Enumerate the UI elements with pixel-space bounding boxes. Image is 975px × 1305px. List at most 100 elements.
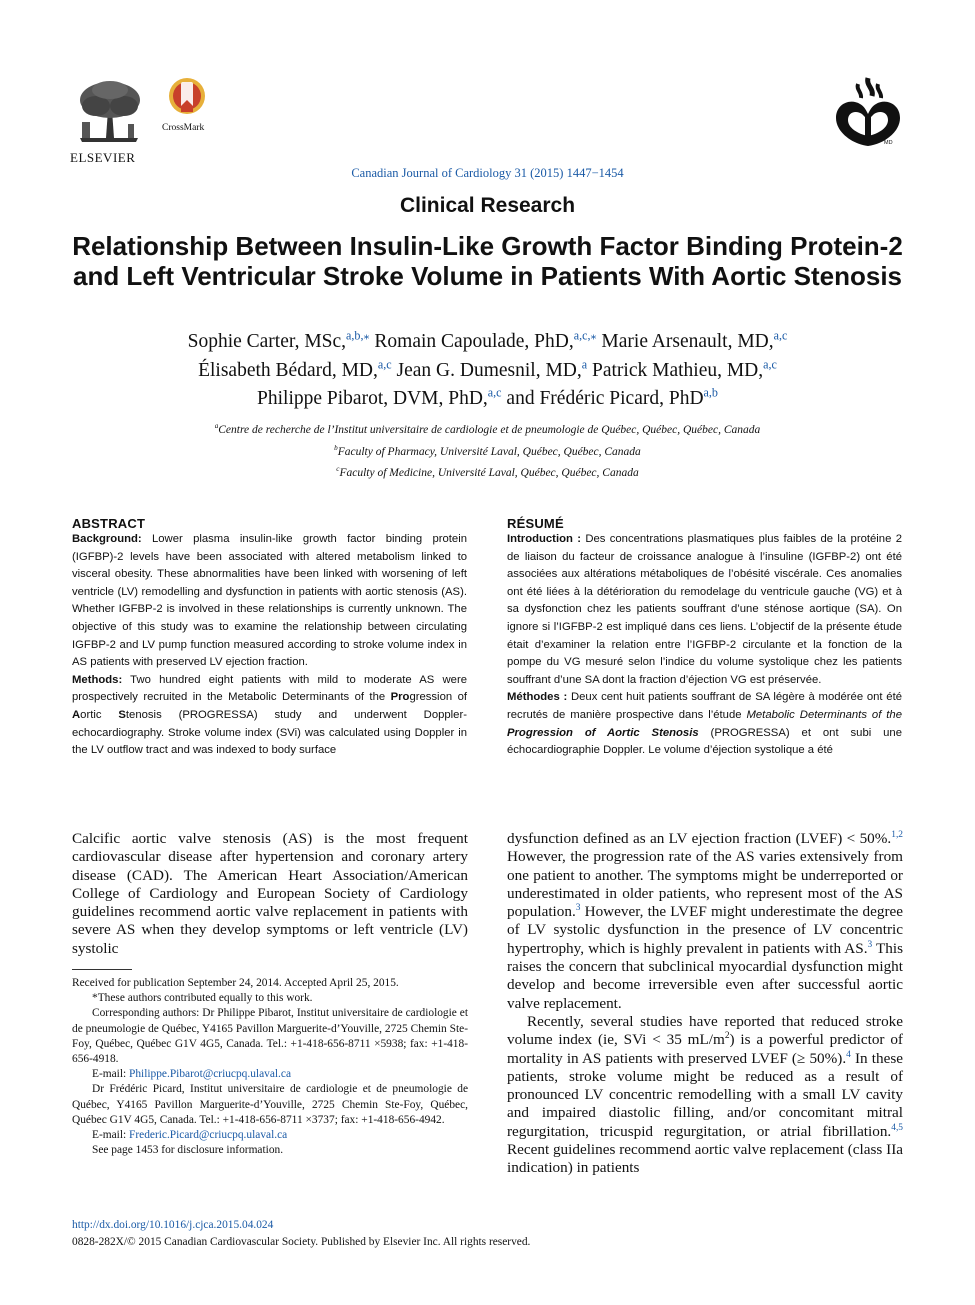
article-title: Relationship Between Insulin-Like Growth… — [72, 231, 903, 291]
abstract-background-text: Lower plasma insulin-like growth factor … — [72, 533, 467, 669]
author-affil-sup[interactable]: a,b — [703, 385, 718, 400]
body-text: dysfunction defined as an LV ejection fr… — [507, 830, 892, 847]
abstract-methods-text: gression of — [409, 691, 468, 704]
author-affil-sup[interactable]: a — [581, 357, 588, 371]
abstract-methods-emph: Pro — [390, 691, 410, 704]
citation-link[interactable]: 3 — [867, 939, 873, 950]
email-label: E-mail: — [92, 1129, 130, 1142]
author-line-1: Sophie Carter, MSc,a,b,⁎ Romain Capoulad… — [60, 328, 915, 357]
body-text: ) is a powerful predictor of mortality i… — [507, 1031, 903, 1067]
affiliation-text: Faculty of Medicine, Université Laval, Q… — [339, 467, 639, 479]
abstract-background-label: Background: — [72, 533, 142, 545]
elsevier-tree-icon — [70, 78, 148, 144]
citation-link[interactable]: 4 — [846, 1049, 851, 1060]
author-affil-sup[interactable]: a,b,⁎ — [346, 328, 370, 343]
author-affil-sup[interactable]: a,c — [773, 328, 788, 343]
corresponding-author-1: Corresponding authors: Dr Philippe Pibar… — [72, 1007, 468, 1066]
equal-contribution-note: *These authors contributed equally to th… — [92, 992, 313, 1005]
section-label: Clinical Research — [399, 194, 576, 217]
abstract-methods-label: Methods: — [72, 673, 123, 686]
crossmark-icon — [169, 78, 205, 114]
email-link-picard[interactable]: Frederic.Picard@criucpq.ulaval.ca — [129, 1129, 288, 1142]
affiliation-text: Faculty of Pharmacy, Université Laval, Q… — [337, 445, 641, 458]
email-line-2: E-mail: Frederic.Picard@criucpq.ulaval.c… — [72, 1128, 468, 1143]
page-footer: http://dx.doi.org/10.1016/j.cjca.2015.04… — [72, 1217, 772, 1251]
affiliation-list: aCentre de recherche de l’Institut unive… — [60, 420, 915, 485]
body-paragraph: dysfunction defined as an LV ejection fr… — [507, 830, 903, 1013]
resume-methods-label: Méthodes : — [507, 691, 568, 704]
resume-methods-text: (PROGRESSA) et ont subi une échocardiogr… — [507, 726, 902, 757]
body-column-right: dysfunction defined as an LV ejection fr… — [507, 830, 903, 1178]
author-name: Élisabeth Bédard, MD, — [198, 359, 378, 381]
abstract-methods-text: Two hundred eight patients with mild to … — [72, 673, 467, 704]
doi-link[interactable]: http://dx.doi.org/10.1016/j.cjca.2015.04… — [72, 1219, 274, 1231]
corresponding-author-2: Dr Frédéric Picard, Institut universitai… — [72, 1083, 468, 1126]
author-line-3: Philippe Pibarot, DVM, PhD,a,c and Frédé… — [60, 385, 915, 414]
resume-heading: RÉSUMÉ — [507, 516, 564, 531]
abstract-heading: ABSTRACT — [72, 516, 146, 531]
affiliation-item: cFaculty of Medicine, Université Laval, … — [60, 463, 915, 485]
body-paragraph: Recently, several studies have reported … — [507, 1013, 903, 1178]
author-name: Romain Capoulade, PhD, — [369, 331, 574, 352]
abstract-methods-text: ortic — [80, 708, 119, 721]
body-text: Recently, several studies have reported … — [507, 1012, 903, 1049]
body-text: However, the LVEF might underestimate th… — [507, 903, 903, 957]
citation-link[interactable]: 4,5 — [891, 1122, 903, 1133]
author-name: Philippe Pibarot, DVM, PhD, — [257, 388, 488, 409]
copyright-line: 0828-282X/© 2015 Canadian Cardiovascular… — [72, 1236, 531, 1248]
body-column-left: Calcific aortic valve stenosis (AS) is t… — [72, 830, 468, 958]
affiliation-item: aCentre de recherche de l’Institut unive… — [60, 420, 915, 442]
abstract-methods-text: tenosis (PROGRESSA) study and underwent … — [72, 708, 467, 757]
affiliation-sup: c — [336, 465, 340, 474]
abstract-body: Background: Lower plasma insulin-like gr… — [72, 531, 467, 760]
affiliation-sup: b — [334, 443, 338, 452]
author-affil-sup[interactable]: a,c — [763, 357, 777, 371]
author-affil-sup[interactable]: a,c — [487, 385, 502, 400]
author-name: Marie Arsenault, MD, — [596, 331, 774, 352]
affiliation-text: Centre de recherche de l’Institut univer… — [218, 424, 761, 436]
body-text: Recent guidelines recommend aortic valve… — [507, 1141, 903, 1177]
citation-link[interactable]: 1,2 — [891, 829, 903, 840]
author-affil-sup[interactable]: a,c,⁎ — [573, 328, 597, 343]
author-line-2: Élisabeth Bédard, MD,a,c Jean G. Dumesni… — [60, 357, 915, 386]
affiliation-sup: a — [214, 422, 219, 431]
author-name: Sophie Carter, MSc, — [187, 331, 347, 352]
resume-intro-text: Des concentrations plasmatiques plus fai… — [507, 533, 902, 686]
resume-methods-bold-italic: Progression of Aortic Stenosis — [507, 726, 699, 739]
body-text: However, the progression rate of the AS … — [507, 848, 903, 921]
unit-superscript: 2 — [724, 1031, 730, 1042]
author-name: and Frédéric Picard, PhD — [501, 388, 704, 409]
citation-link[interactable]: 3 — [575, 903, 581, 914]
footnotes: Received for publication September 24, 2… — [72, 976, 468, 1158]
footnote-divider — [72, 969, 132, 970]
author-affil-sup[interactable]: a,c — [377, 357, 392, 371]
author-name: Patrick Mathieu, MD, — [587, 359, 764, 381]
resume-methods-text: Deux cent huit patients souffrant de SA … — [507, 691, 903, 721]
body-paragraph: Calcific aortic valve stenosis (AS) is t… — [72, 830, 468, 957]
crossmark-badge[interactable]: CrossMark — [162, 76, 214, 134]
heart-logo-icon — [836, 77, 900, 146]
ccs-society-logo: MD — [828, 74, 908, 156]
email-link-pibarot[interactable]: Philippe.Pibarot@criucpq.ulaval.ca — [129, 1068, 292, 1081]
author-name: Jean G. Dumesnil, MD, — [391, 359, 582, 381]
abstract-methods-emph: A — [72, 708, 81, 721]
author-list: Sophie Carter, MSc,a,b,⁎ Romain Capoulad… — [60, 328, 915, 414]
elsevier-logo: ELSEVIER — [70, 78, 148, 165]
resume-methods-italic: Metabolic Determinants of the — [746, 708, 903, 721]
journal-citation-link[interactable]: Canadian Journal of Cardiology 31 (2015)… — [351, 166, 624, 180]
email-line-1: E-mail: Philippe.Pibarot@criucpq.ulaval.… — [72, 1067, 468, 1082]
mark-label: MD — [884, 140, 893, 146]
body-text: This raises the concern that subclinical… — [507, 939, 903, 1012]
abstract-section: ABSTRACT Background: Lower plasma insuli… — [72, 516, 467, 760]
resume-section: RÉSUMÉ Introduction : Des concentrations… — [507, 516, 902, 760]
crossmark-label: CrossMark — [162, 123, 205, 133]
disclosure-note: See page 1453 for disclosure information… — [92, 1144, 284, 1157]
resume-body: Introduction : Des concentrations plasma… — [507, 531, 902, 760]
affiliation-item: bFaculty of Pharmacy, Université Laval, … — [60, 442, 915, 464]
resume-intro-label: Introduction : — [507, 533, 581, 545]
abstract-methods-emph: S — [118, 708, 126, 721]
email-label: E-mail: — [92, 1068, 130, 1081]
elsevier-wordmark: ELSEVIER — [70, 150, 136, 165]
received-note: Received for publication September 24, 2… — [72, 977, 399, 989]
body-text: In these patients, stroke volume might b… — [507, 1049, 904, 1140]
